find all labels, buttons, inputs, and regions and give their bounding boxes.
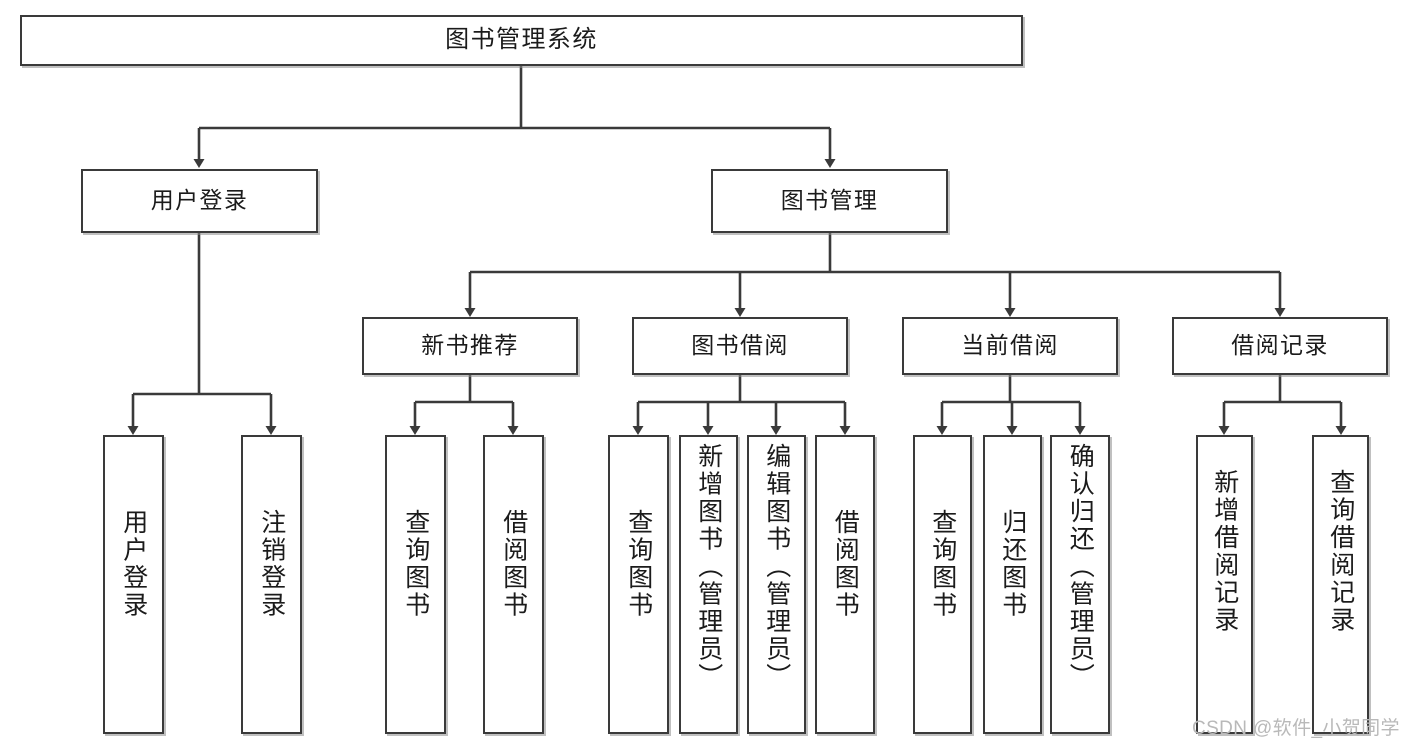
node-leaf-return-book[interactable]: 归还图书 (983, 435, 1042, 734)
node-leaf-borrow-book-2-label: 借阅图书 (831, 509, 860, 619)
node-leaf-query-book-2[interactable]: 查询图书 (608, 435, 669, 734)
node-leaf-add-book[interactable]: 新增图书（管理员） (679, 435, 738, 734)
watermark-text: CSDN @软件_小贺同学 (1192, 718, 1400, 739)
node-leaf-borrow-book-1-label: 借阅图书 (499, 509, 528, 619)
node-leaf-edit-book[interactable]: 编辑图书（管理员） (747, 435, 806, 734)
node-leaf-query-book-3-label: 查询图书 (928, 509, 957, 619)
node-book-borrow-label: 图书借阅 (691, 332, 789, 359)
node-leaf-add-record[interactable]: 新增借阅记录 (1196, 435, 1253, 734)
node-leaf-query-record-label: 查询借阅记录 (1326, 469, 1355, 634)
node-borrow-record[interactable]: 借阅记录 (1172, 317, 1388, 375)
node-user-login[interactable]: 用户登录 (81, 169, 318, 233)
node-leaf-logout-label: 注销登录 (257, 509, 286, 619)
node-leaf-borrow-book-2[interactable]: 借阅图书 (815, 435, 875, 734)
node-leaf-user-login-label: 用户登录 (119, 509, 148, 619)
node-borrow-record-label: 借阅记录 (1231, 332, 1329, 359)
node-leaf-logout[interactable]: 注销登录 (241, 435, 302, 734)
node-leaf-user-login[interactable]: 用户登录 (103, 435, 164, 734)
node-new-book-rec[interactable]: 新书推荐 (362, 317, 578, 375)
node-book-manage-label: 图书管理 (780, 187, 879, 214)
node-user-login-label: 用户登录 (150, 187, 249, 214)
node-leaf-add-book-label: 新增图书（管理员） (694, 443, 723, 691)
node-leaf-query-book-1[interactable]: 查询图书 (385, 435, 446, 734)
node-current-borrow[interactable]: 当前借阅 (902, 317, 1118, 375)
node-leaf-query-book-3[interactable]: 查询图书 (913, 435, 972, 734)
node-current-borrow-label: 当前借阅 (961, 332, 1059, 359)
node-leaf-return-book-label: 归还图书 (998, 509, 1027, 619)
node-leaf-query-record[interactable]: 查询借阅记录 (1312, 435, 1369, 734)
node-root[interactable]: 图书管理系统 (20, 15, 1023, 66)
node-leaf-edit-book-label: 编辑图书（管理员） (762, 443, 791, 691)
node-leaf-confirm-return-label: 确认归还（管理员） (1066, 443, 1095, 691)
node-leaf-add-record-label: 新增借阅记录 (1210, 469, 1239, 634)
node-book-manage[interactable]: 图书管理 (711, 169, 948, 233)
node-leaf-confirm-return[interactable]: 确认归还（管理员） (1050, 435, 1110, 734)
node-new-book-rec-label: 新书推荐 (421, 332, 519, 359)
node-leaf-query-book-2-label: 查询图书 (624, 509, 653, 619)
node-leaf-query-book-1-label: 查询图书 (401, 509, 430, 619)
node-book-borrow[interactable]: 图书借阅 (632, 317, 848, 375)
node-leaf-borrow-book-1[interactable]: 借阅图书 (483, 435, 544, 734)
node-root-label: 图书管理系统 (445, 26, 598, 54)
